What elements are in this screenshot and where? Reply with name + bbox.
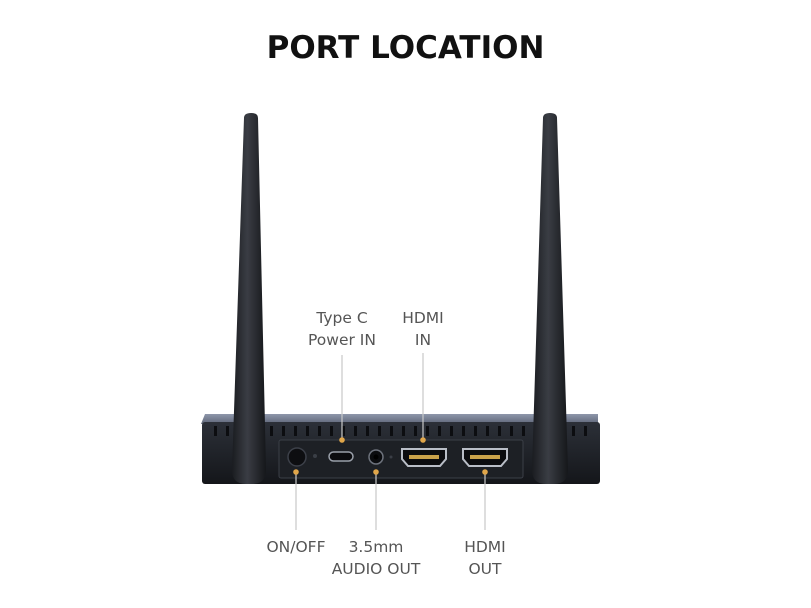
leader-dot-type-c [339,437,345,443]
label-type-c-power-in: Type C Power IN [292,307,392,351]
page-title: PORT LOCATION [266,30,545,66]
label-hdmi-out-line2: OUT [468,560,502,578]
label-audio-out: 3.5mm AUDIO OUT [316,536,436,580]
label-hdmi-out: HDMI OUT [445,536,525,580]
label-audio-line2: AUDIO OUT [331,560,421,578]
type-c-port [328,451,354,462]
label-hdmi-out-line1: HDMI [464,538,506,556]
leader-dot-hdmi-out [482,469,488,475]
label-type-c-line2: Power IN [308,331,376,349]
label-on-off: ON/OFF [246,536,346,558]
label-hdmi-in-line1: HDMI [402,309,444,327]
leader-dot-hdmi-in [420,437,426,443]
antenna-right [532,113,568,484]
device-top-plate [201,414,598,424]
label-hdmi-in: HDMI IN [383,307,463,351]
leader-dot-audio [373,469,379,475]
label-on-off-text: ON/OFF [266,538,326,556]
power-button [287,447,307,467]
label-type-c-line1: Type C [316,309,368,327]
power-led [313,454,317,458]
label-hdmi-in-line2: IN [414,331,432,349]
label-audio-line1: 3.5mm [348,538,404,556]
antenna-left [232,113,266,484]
leader-dot-on-off [293,469,299,475]
vent-slots [214,426,587,436]
